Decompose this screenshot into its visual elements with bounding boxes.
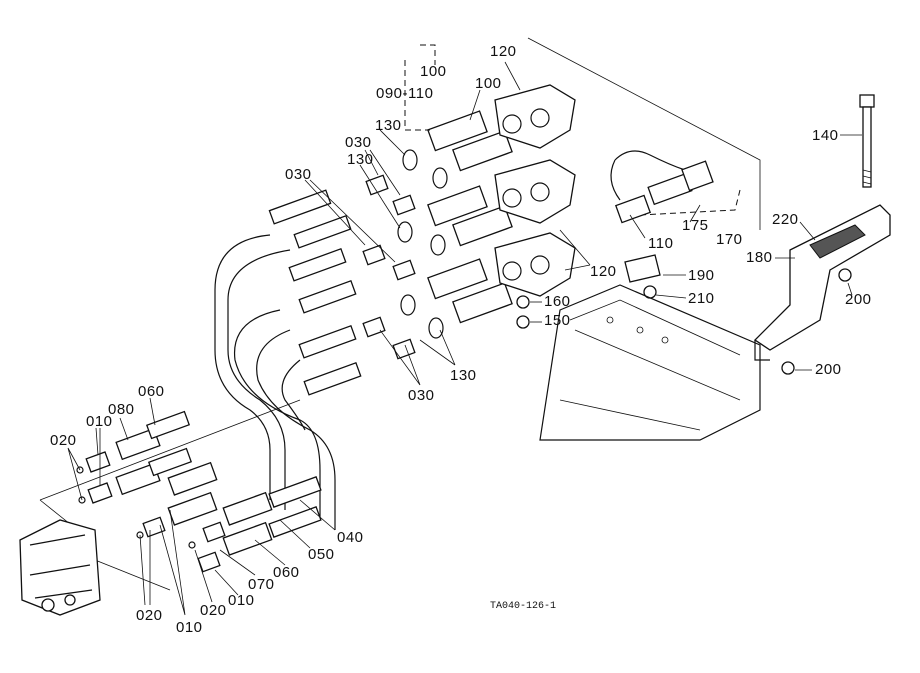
bolt bbox=[859, 94, 875, 188]
leader-lines bbox=[67, 61, 862, 616]
small-hardware bbox=[516, 254, 661, 329]
callout-030-c: 030 bbox=[408, 387, 435, 404]
callout-130-c: 130 bbox=[450, 367, 477, 384]
callout-130-a: 130 bbox=[375, 117, 402, 134]
callout-010-b: 010 bbox=[228, 592, 255, 609]
callout-200-b: 200 bbox=[815, 361, 842, 378]
callout-090-110: 090-110 bbox=[376, 85, 434, 102]
callout-170: 170 bbox=[716, 231, 743, 248]
callout-190: 190 bbox=[688, 267, 715, 284]
callout-070: 070 bbox=[248, 576, 275, 593]
callout-030-a: 030 bbox=[345, 134, 372, 151]
callout-180: 180 bbox=[746, 249, 773, 266]
callout-110: 110 bbox=[648, 235, 674, 252]
callout-200-a: 200 bbox=[845, 291, 872, 308]
o-rings bbox=[397, 149, 448, 339]
control-valve bbox=[19, 519, 101, 616]
tractor-panel bbox=[539, 284, 761, 441]
callout-100-a: 100 bbox=[475, 75, 502, 92]
dust-caps bbox=[610, 150, 714, 224]
callout-060-b: 060 bbox=[273, 564, 300, 581]
callout-040: 040 bbox=[337, 529, 364, 546]
quick-couplers bbox=[427, 110, 513, 324]
coupler-brackets bbox=[494, 84, 576, 297]
callout-120-mid: 120 bbox=[590, 263, 617, 280]
callout-010-a: 010 bbox=[86, 413, 113, 430]
mounting-bracket bbox=[753, 204, 891, 375]
callout-150: 150 bbox=[544, 312, 571, 329]
callout-bracket bbox=[639, 189, 741, 216]
callout-bracket bbox=[404, 44, 436, 131]
callout-175: 175 bbox=[682, 217, 709, 234]
callout-020-a: 020 bbox=[50, 432, 77, 449]
callout-020-c: 020 bbox=[136, 607, 163, 624]
callout-020-b: 020 bbox=[200, 602, 227, 619]
callout-030-b: 030 bbox=[285, 166, 312, 183]
callout-060-a: 060 bbox=[138, 383, 165, 400]
callout-210: 210 bbox=[688, 290, 715, 307]
callout-050: 050 bbox=[308, 546, 335, 563]
reference-line bbox=[527, 37, 761, 230]
reference-line bbox=[94, 559, 171, 591]
nipples bbox=[362, 174, 416, 360]
callout-120-top: 120 bbox=[490, 43, 517, 60]
callout-140: 140 bbox=[812, 127, 839, 144]
hose-ends-upper bbox=[268, 189, 362, 396]
callout-080: 080 bbox=[108, 401, 135, 418]
callout-160: 160 bbox=[544, 293, 571, 310]
lower-fittings bbox=[76, 410, 322, 573]
callout-100-top: 100 bbox=[420, 63, 447, 80]
hoses bbox=[214, 234, 336, 530]
callout-010-c: 010 bbox=[176, 619, 203, 636]
callout-220: 220 bbox=[772, 211, 799, 228]
drawing-code: TA040-126-1 bbox=[490, 601, 557, 612]
callout-130-b: 130 bbox=[347, 151, 374, 168]
